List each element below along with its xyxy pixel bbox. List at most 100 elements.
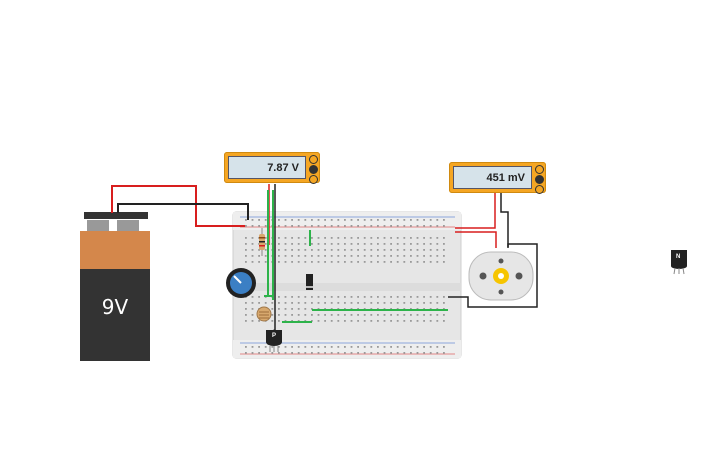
breadboard-hole[interactable] xyxy=(337,346,340,348)
breadboard-hole[interactable] xyxy=(344,249,346,251)
potentiometer[interactable] xyxy=(226,268,256,298)
breadboard-hole[interactable] xyxy=(284,219,287,221)
breadboard-hole[interactable] xyxy=(271,320,274,322)
breadboard-hole[interactable] xyxy=(337,249,340,251)
breadboard-hole[interactable] xyxy=(350,237,353,239)
breadboard-hole[interactable] xyxy=(363,346,366,348)
breadboard-hole[interactable] xyxy=(423,320,425,322)
meter-right-black-lead[interactable] xyxy=(500,192,509,247)
breadboard-hole[interactable] xyxy=(297,308,300,310)
breadboard-hole[interactable] xyxy=(337,302,340,304)
breadboard-hole[interactable] xyxy=(416,302,419,304)
breadboard-hole[interactable] xyxy=(436,346,439,348)
mode-a-icon[interactable] xyxy=(535,165,544,174)
resistor[interactable] xyxy=(259,228,265,256)
breadboard-hole[interactable] xyxy=(278,261,280,263)
breadboard-hole[interactable] xyxy=(377,302,379,304)
breadboard-hole[interactable] xyxy=(284,352,287,354)
breadboard-hole[interactable] xyxy=(443,346,445,348)
breadboard-hole[interactable] xyxy=(344,261,346,263)
breadboard-hole[interactable] xyxy=(436,308,439,310)
breadboard-hole[interactable] xyxy=(311,249,313,251)
breadboard-hole[interactable] xyxy=(324,296,326,298)
breadboard-hole[interactable] xyxy=(258,346,260,348)
breadboard-hole[interactable] xyxy=(330,352,333,354)
breadboard-hole[interactable] xyxy=(390,225,392,227)
breadboard-hole[interactable] xyxy=(403,237,406,239)
breadboard-hole[interactable] xyxy=(350,225,353,227)
breadboard-hole[interactable] xyxy=(330,320,333,322)
breadboard-hole[interactable] xyxy=(423,302,425,304)
breadboard-hole[interactable] xyxy=(377,346,379,348)
breadboard-hole[interactable] xyxy=(297,346,300,348)
breadboard-hole[interactable] xyxy=(429,243,432,245)
breadboard-hole[interactable] xyxy=(317,320,320,322)
breadboard-hole[interactable] xyxy=(311,237,313,239)
breadboard-hole[interactable] xyxy=(436,302,439,304)
breadboard-hole[interactable] xyxy=(410,249,412,251)
breadboard-hole[interactable] xyxy=(410,243,412,245)
breadboard-hole[interactable] xyxy=(291,219,293,221)
meter-right-red-lead[interactable] xyxy=(455,192,496,229)
breadboard-hole[interactable] xyxy=(377,219,379,221)
breadboard-hole[interactable] xyxy=(370,346,373,348)
breadboard-hole[interactable] xyxy=(396,249,399,251)
breadboard-hole[interactable] xyxy=(330,261,333,263)
breadboard-hole[interactable] xyxy=(436,243,439,245)
breadboard-hole[interactable] xyxy=(297,249,300,251)
breadboard-hole[interactable] xyxy=(251,219,254,221)
breadboard-hole[interactable] xyxy=(337,243,340,245)
breadboard-hole[interactable] xyxy=(311,346,313,348)
breadboard-hole[interactable] xyxy=(264,249,267,251)
breadboard-hole[interactable] xyxy=(383,249,386,251)
breadboard-hole[interactable] xyxy=(344,255,346,257)
breadboard-hole[interactable] xyxy=(264,237,267,239)
breadboard-hole[interactable] xyxy=(245,219,247,221)
breadboard-hole[interactable] xyxy=(264,346,267,348)
breadboard-hole[interactable] xyxy=(429,225,432,227)
breadboard-hole[interactable] xyxy=(396,320,399,322)
breadboard-hole[interactable] xyxy=(258,296,260,298)
mode-v-icon[interactable] xyxy=(535,175,544,184)
breadboard-hole[interactable] xyxy=(304,296,307,298)
breadboard-hole[interactable] xyxy=(357,243,359,245)
breadboard-hole[interactable] xyxy=(410,296,412,298)
breadboard-hole[interactable] xyxy=(330,225,333,227)
breadboard-hole[interactable] xyxy=(245,308,247,310)
breadboard-hole[interactable] xyxy=(271,352,274,354)
mode-r-icon[interactable] xyxy=(309,175,318,184)
breadboard-hole[interactable] xyxy=(317,346,320,348)
breadboard-hole[interactable] xyxy=(363,314,366,316)
breadboard-hole[interactable] xyxy=(330,308,333,310)
breadboard-hole[interactable] xyxy=(436,261,439,263)
breadboard-hole[interactable] xyxy=(377,261,379,263)
breadboard-hole[interactable] xyxy=(311,219,313,221)
breadboard-hole[interactable] xyxy=(291,296,293,298)
breadboard-hole[interactable] xyxy=(363,255,366,257)
breadboard-hole[interactable] xyxy=(416,249,419,251)
breadboard-hole[interactable] xyxy=(357,346,359,348)
voltmeter-left[interactable]: 7.87 V xyxy=(224,152,320,184)
breadboard-hole[interactable] xyxy=(357,249,359,251)
transistor-npn[interactable] xyxy=(671,250,687,275)
breadboard-hole[interactable] xyxy=(350,352,353,354)
breadboard-hole[interactable] xyxy=(350,346,353,348)
breadboard-hole[interactable] xyxy=(443,302,445,304)
breadboard-hole[interactable] xyxy=(383,352,386,354)
breadboard-hole[interactable] xyxy=(264,255,267,257)
breadboard-hole[interactable] xyxy=(436,219,439,221)
breadboard-hole[interactable] xyxy=(284,296,287,298)
breadboard-hole[interactable] xyxy=(416,237,419,239)
breadboard-hole[interactable] xyxy=(278,237,280,239)
transistor-pnp[interactable] xyxy=(266,330,282,352)
breadboard-hole[interactable] xyxy=(403,249,406,251)
breadboard-hole[interactable] xyxy=(443,225,445,227)
breadboard-hole[interactable] xyxy=(436,296,439,298)
breadboard-hole[interactable] xyxy=(311,352,313,354)
breadboard-hole[interactable] xyxy=(304,255,307,257)
breadboard-hole[interactable] xyxy=(344,225,346,227)
breadboard-hole[interactable] xyxy=(396,261,399,263)
breadboard-hole[interactable] xyxy=(429,296,432,298)
breadboard-hole[interactable] xyxy=(383,219,386,221)
breadboard-hole[interactable] xyxy=(344,352,346,354)
